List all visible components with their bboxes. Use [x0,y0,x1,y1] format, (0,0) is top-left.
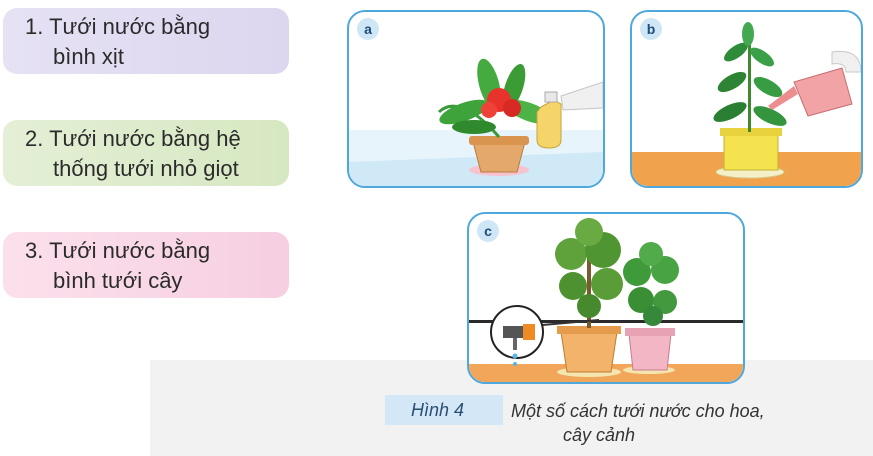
method-card-watering-can: 3. Tưới nước bằng bình tưới cây [3,232,289,298]
method-2-line2: thống tưới nhỏ giọt [53,156,239,181]
panel-b-badge: b [640,18,662,40]
method-card-drip-irrigation: 2. Tưới nước bằng hệ thống tưới nhỏ giọt [3,120,289,186]
spray-bottle-illustration [349,58,603,186]
drip-irrigation-illustration [469,218,743,382]
figure-caption: Hình 4 Một số cách tưới nước cho hoa, câ… [385,395,855,451]
caption-line2: cây cảnh [563,425,636,445]
watering-can-illustration [632,22,861,186]
method-card-spray-bottle: 1. Tưới nước bằng bình xịt [3,8,289,74]
method-1-line1: 1. Tưới nước bằng [25,14,211,39]
method-2-line1: 2. Tưới nước bằng hệ [25,126,241,151]
illustration-panel-a: a [347,10,605,188]
method-1-line2: bình xịt [53,44,124,69]
method-3-line1: 3. Tưới nước bằng [25,238,211,263]
panel-c-badge: c [477,220,499,242]
panel-a-badge: a [357,18,379,40]
illustration-panel-c: c [467,212,745,384]
caption-line1: Một số cách tưới nước cho hoa, [511,401,765,421]
method-3-line2: bình tưới cây [53,268,183,293]
illustration-panel-b: b [630,10,863,188]
figure-label: Hình 4 [385,395,503,425]
figure-caption-text: Một số cách tưới nước cho hoa, cây cảnh [511,399,851,447]
